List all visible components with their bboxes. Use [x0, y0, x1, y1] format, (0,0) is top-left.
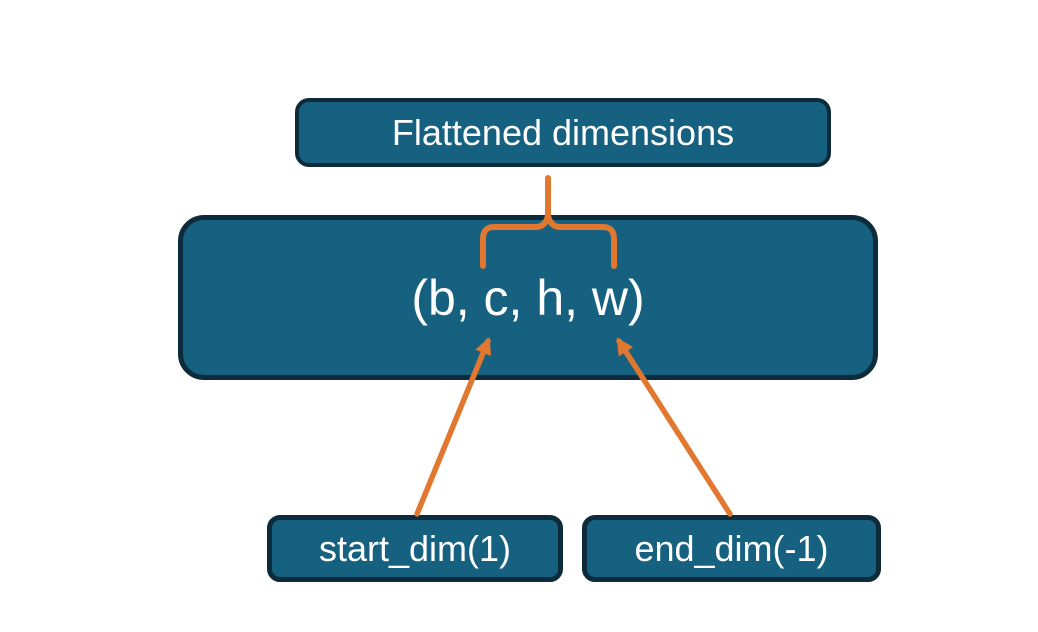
node-tensor-shape-label: (b, c, h, w) [411, 269, 645, 326]
node-flattened-dimensions-label: Flattened dimensions [391, 111, 735, 153]
node-end-dim-label: end_dim(-1) [634, 527, 829, 569]
node-start-dim: start_dim(1) [267, 515, 563, 582]
node-tensor-shape: (b, c, h, w) [178, 215, 878, 380]
node-start-dim-label: start_dim(1) [318, 527, 512, 569]
node-end-dim: end_dim(-1) [582, 515, 881, 582]
node-flattened-dimensions: Flattened dimensions [295, 98, 831, 167]
